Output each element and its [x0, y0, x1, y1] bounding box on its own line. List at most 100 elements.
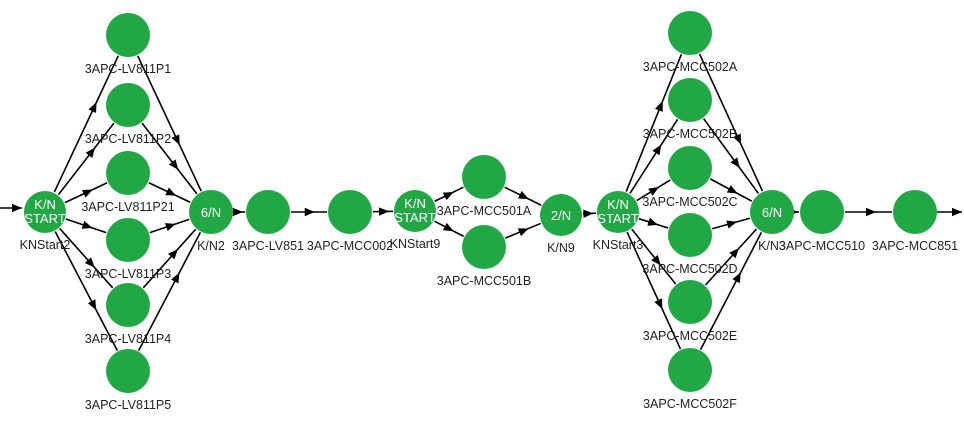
node-circle-lv811p21[interactable]: [106, 151, 150, 195]
node-inner-label-knstart3: START: [597, 211, 638, 226]
node-circle-lv811p2[interactable]: [106, 83, 150, 127]
edge-knstart2-to-lv811p3: [65, 218, 107, 234]
edge-layer: [0, 53, 962, 351]
edge-knstart2-to-lv811p5: [54, 231, 119, 351]
node-caption-mcc510: 3APC-MCC510: [779, 239, 865, 253]
node-circle-knstart9[interactable]: [394, 190, 436, 232]
node-mcc501b[interactable]: 3APC-MCC501B: [437, 225, 531, 288]
exit-arrow: [937, 207, 962, 217]
node-circle-mcc002[interactable]: [328, 190, 372, 234]
node-caption-lv811p4: 3APC-LV811P4: [85, 332, 171, 346]
node-circle-mcc501a[interactable]: [462, 155, 506, 199]
node-caption-mcc501b: 3APC-MCC501B: [437, 274, 531, 288]
node-mcc501a[interactable]: 3APC-MCC501A: [437, 155, 532, 218]
node-caption-mcc002: 3APC-MCC002: [307, 239, 393, 253]
node-caption-mcc502b: 3APC-MCC502B: [643, 127, 737, 141]
edge-mcc502d-to-kn3: [711, 217, 751, 230]
node-caption-kn3: K/N3: [758, 239, 786, 253]
node-caption-mcc502d: 3APC-MCC502D: [642, 262, 737, 276]
node-circle-mcc502f[interactable]: [668, 348, 712, 392]
node-lv811p4[interactable]: 3APC-LV811P4: [85, 283, 171, 346]
node-circle-mcc502e[interactable]: [668, 280, 712, 324]
node-caption-mcc851: 3APC-MCC851: [872, 239, 958, 253]
node-inner-label-knstart9: START: [394, 210, 435, 225]
node-mcc502f[interactable]: 3APC-MCC502F: [643, 348, 737, 411]
edge-kn9-to-knstart3: [582, 209, 597, 219]
node-circle-kn9[interactable]: [540, 194, 582, 236]
node-inner-label-knstart2: K/N: [34, 197, 56, 212]
node-mcc851[interactable]: 3APC-MCC851: [872, 190, 958, 253]
edge-mcc502b-to-kn3: [702, 118, 760, 194]
node-circle-mcc510[interactable]: [800, 190, 844, 234]
edge-mcc502f-to-kn3: [699, 232, 763, 350]
node-caption-lv851: 3APC-LV851: [232, 239, 304, 253]
node-caption-lv811p3: 3APC-LV811P3: [85, 267, 171, 281]
node-inner-label-knstart3: K/N: [607, 197, 629, 212]
node-circle-mcc502b[interactable]: [668, 78, 712, 122]
edge-mcc501a-to-kn9: [504, 186, 542, 206]
node-circle-mcc851[interactable]: [893, 190, 937, 234]
edge-mcc502e-to-kn3: [704, 228, 758, 286]
edge-knstart2-to-lv811p4: [59, 227, 114, 289]
node-mcc002[interactable]: 3APC-MCC002: [307, 190, 393, 253]
node-circle-lv851[interactable]: [246, 190, 290, 234]
node-caption-kn9: K/N9: [547, 241, 575, 255]
node-circle-mcc502c[interactable]: [668, 146, 712, 190]
edge-lv811p5-to-kn2: [137, 232, 202, 351]
entry-arrow: [0, 203, 22, 213]
node-circle-kn2[interactable]: [189, 190, 233, 234]
edge-knstart3-to-mcc502d: [638, 217, 669, 229]
node-circle-mcc501b[interactable]: [462, 225, 506, 269]
node-circle-knstart2[interactable]: [24, 191, 66, 233]
node-kn3[interactable]: 6/N K/N3: [750, 190, 794, 253]
edge-lv811p4-to-kn2: [142, 228, 197, 289]
edge-lv811p1-to-kn2: [137, 55, 202, 192]
node-caption-lv811p21: 3APC-LV811P21: [81, 200, 174, 214]
edge-lv851-to-mcc002: [291, 207, 327, 217]
node-circle-knstart3[interactable]: [597, 191, 639, 233]
edge-knstart3-to-mcc502b: [629, 118, 679, 194]
edge-lv811p2-to-kn2: [141, 122, 198, 195]
node-circle-lv811p4[interactable]: [106, 283, 150, 327]
node-circle-mcc502a[interactable]: [668, 11, 712, 55]
node-inner-label-kn3: 6/N: [762, 205, 782, 220]
edge-knstart2-to-lv811p21: [64, 182, 108, 204]
node-mcc510[interactable]: 3APC-MCC510: [779, 190, 865, 253]
node-kn9[interactable]: 2/N K/N9: [540, 194, 582, 255]
node-caption-mcc502f: 3APC-MCC502F: [643, 397, 737, 411]
node-lv811p1[interactable]: 3APC-LV811P1: [85, 13, 171, 76]
node-caption-lv811p5: 3APC-LV811P5: [85, 398, 171, 412]
node-caption-mcc502c: 3APC-MCC502C: [642, 195, 737, 209]
edge-knstart2-to-lv811p1: [53, 55, 119, 193]
node-circle-kn3[interactable]: [750, 190, 794, 234]
edge-knstart2-to-lv811p2: [57, 122, 115, 196]
node-circle-lv811p1[interactable]: [106, 13, 150, 57]
edge-lv811p3-to-kn2: [149, 218, 190, 234]
edge-mcc502a-to-kn3: [698, 53, 764, 192]
edge-knstart3-to-mcc502e: [631, 228, 677, 285]
edge-mcc501b-to-kn9: [504, 222, 541, 239]
node-lv811p5[interactable]: 3APC-LV811P5: [85, 349, 171, 412]
edge-knstart3-to-mcc502f: [626, 231, 682, 350]
node-circle-lv811p5[interactable]: [106, 349, 150, 393]
node-circle-lv811p3[interactable]: [106, 218, 150, 262]
node-caption-mcc502e: 3APC-MCC502E: [643, 329, 737, 343]
node-mcc502b[interactable]: 3APC-MCC502B: [643, 78, 737, 141]
edge-kn2-to-lv851: [232, 207, 245, 217]
node-kn2[interactable]: 6/NK/N2: [189, 190, 233, 253]
node-lv811p3[interactable]: 3APC-LV811P3: [85, 218, 171, 281]
node-mcc502d[interactable]: 3APC-MCC502D: [642, 213, 738, 276]
node-mcc502a[interactable]: 3APC-MCC502A: [643, 11, 738, 74]
node-inner-label-kn9: 2/N: [551, 208, 571, 223]
node-mcc502e[interactable]: 3APC-MCC502E: [643, 280, 737, 343]
node-lv811p2[interactable]: 3APC-LV811P2: [85, 83, 171, 146]
node-circle-mcc502d[interactable]: [668, 213, 712, 257]
node-lv851[interactable]: 3APC-LV851: [232, 190, 304, 253]
node-caption-lv811p2: 3APC-LV811P2: [85, 132, 171, 146]
node-mcc502c[interactable]: 3APC-MCC502C: [642, 146, 738, 209]
node-lv811p21[interactable]: 3APC-LV811P21: [81, 151, 175, 214]
